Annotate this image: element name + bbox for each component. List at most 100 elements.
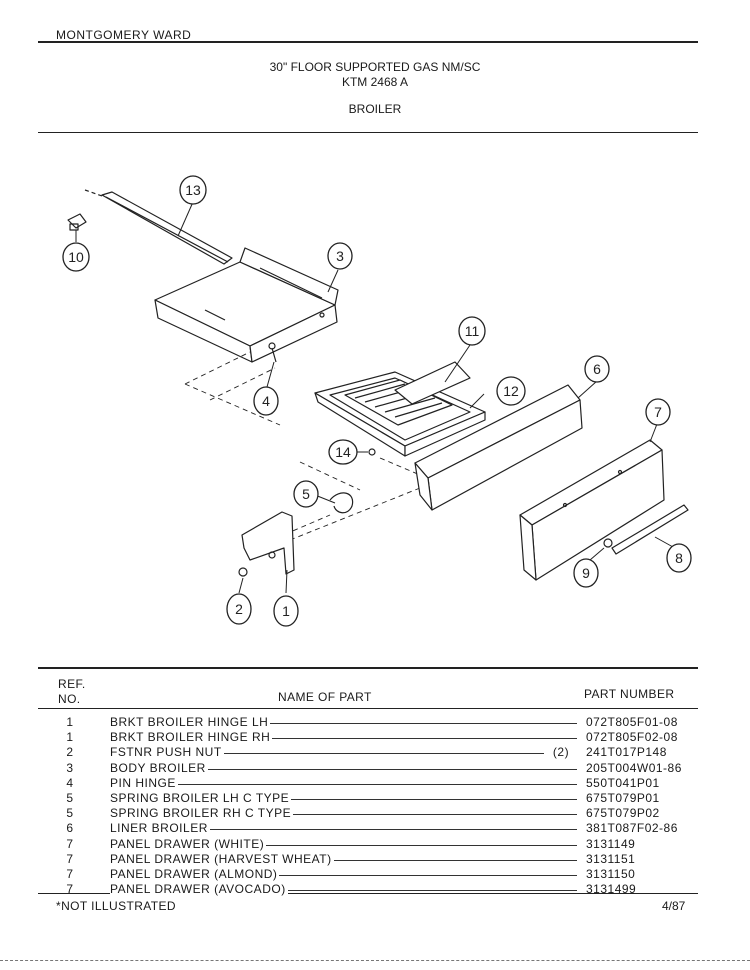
title-line-1: 30" FLOOR SUPPORTED GAS NM/SC [269, 60, 481, 74]
footnote: *NOT ILLUSTRATED [56, 899, 176, 913]
callout-label-5: 5 [302, 486, 310, 502]
col-ref-line2: NO. [58, 692, 81, 706]
leader-line [112, 874, 577, 876]
table-row: 7 PANEL DRAWER (HARVEST WHEAT) 3131151 [0, 851, 750, 867]
part-screw-14 [368, 448, 376, 456]
callout-label-9: 9 [582, 565, 590, 581]
part-name: PANEL DRAWER (AVOCADO) [110, 882, 288, 897]
part-pushnut-2 [238, 567, 248, 577]
col-name-header: NAME OF PART [278, 690, 372, 704]
part-name: SPRING BROILER RH C TYPE [110, 806, 294, 821]
callout-label-1: 1 [282, 603, 290, 619]
part-body-3 [154, 247, 339, 363]
part-name: SPRING BROILER LH C TYPE [110, 790, 292, 805]
callout-label-7: 7 [654, 404, 662, 420]
leader-line [112, 768, 577, 770]
ref-number: 7 [66, 882, 74, 897]
leader-line [112, 723, 577, 724]
callout-2: 2 [226, 593, 252, 625]
ref-number: 4 [66, 775, 74, 790]
col-ref-line1: REF. [58, 677, 86, 691]
table-header-rule [38, 708, 698, 709]
part-rail-13 [84, 189, 233, 265]
callout-12: 12 [496, 376, 526, 406]
callout-label-2: 2 [235, 601, 243, 617]
table-bottom-rule [38, 893, 698, 894]
callout-label-6: 6 [593, 361, 601, 377]
part-clip-10 [67, 213, 87, 231]
part-number: 3131151 [586, 851, 636, 866]
table-row: 5 SPRING BROILER RH C TYPE 675T079P02 [0, 806, 750, 821]
ref-number: 7 [66, 866, 74, 881]
callout-4: 4 [253, 386, 279, 416]
callout-label-3: 3 [336, 248, 344, 264]
callout-label-13: 13 [185, 182, 201, 198]
title-line-2: KTM 2468 A [341, 75, 409, 89]
leader-line [112, 783, 577, 785]
part-spring-5 [329, 492, 354, 514]
title-rule [38, 132, 698, 133]
callout-9: 9 [573, 558, 599, 588]
part-pin-4 [268, 342, 277, 363]
part-liner-6 [414, 384, 583, 511]
ref-number: 6 [66, 821, 74, 836]
callout-14: 14 [328, 439, 358, 465]
leader-line [112, 738, 577, 740]
callout-label-10: 10 [68, 249, 84, 265]
callout-label-8: 8 [675, 550, 683, 566]
callout-1: 1 [273, 595, 299, 627]
part-name: FSTNR PUSH NUT [110, 745, 224, 760]
leader-line [112, 859, 577, 861]
leader-line [112, 829, 577, 831]
ref-number: 1 [66, 715, 74, 729]
callout-label-4: 4 [262, 393, 270, 409]
callout-8: 8 [666, 543, 692, 573]
part-quantity: (2) [544, 745, 578, 760]
col-part-header: PART NUMBER [584, 687, 675, 701]
part-nut-9 [603, 538, 613, 548]
ref-number: 2 [66, 745, 74, 760]
ref-number: 7 [66, 836, 74, 851]
callout-10: 10 [62, 242, 90, 272]
table-row: 7 PANEL DRAWER (AVOCADO) 3131499 [0, 882, 750, 897]
part-number: 072T805F02-08 [586, 730, 678, 745]
exploded-parts-diagram: 13 10 3 4 11 12 6 7 14 5 8 9 2 1 [62, 175, 692, 627]
callout-13: 13 [179, 175, 207, 205]
part-panel-7 [519, 439, 665, 581]
revision-date: 4/87 [662, 899, 686, 913]
part-name: BRKT BROILER HINGE RH [110, 730, 273, 745]
table-top-rule [38, 667, 698, 669]
ref-number: 1 [66, 730, 74, 745]
callout-label-12: 12 [503, 383, 519, 399]
callout-label-14: 14 [335, 444, 351, 460]
leader-line [112, 814, 577, 816]
part-name: PANEL DRAWER (WHITE) [110, 836, 267, 851]
part-hinge-1 [241, 511, 295, 575]
leader-line [112, 753, 577, 755]
callout-5: 5 [293, 480, 319, 508]
table-row: 1 BRKT BROILER HINGE RH 072T805F02-08 [0, 730, 750, 745]
leader-line [112, 844, 577, 846]
brand-name: MONTGOMERY WARD [56, 28, 192, 42]
part-number: 675T079P01 [586, 790, 660, 805]
callout-7: 7 [645, 398, 671, 426]
part-number: 550T041P01 [586, 775, 660, 790]
bottom-dashed-rule [0, 960, 750, 961]
section-title: BROILER [348, 102, 402, 116]
callout-label-11: 11 [465, 323, 480, 339]
ref-number: 7 [66, 851, 74, 866]
part-name: PANEL DRAWER (HARVEST WHEAT) [110, 851, 334, 866]
part-name: BRKT BROILER HINGE LH [110, 715, 271, 729]
ref-number: 5 [66, 806, 74, 821]
part-number: 675T079P02 [586, 806, 660, 821]
part-number: 3131150 [586, 866, 636, 881]
part-number: 205T004W01-86 [586, 760, 682, 775]
part-number: 3131499 [586, 882, 637, 897]
